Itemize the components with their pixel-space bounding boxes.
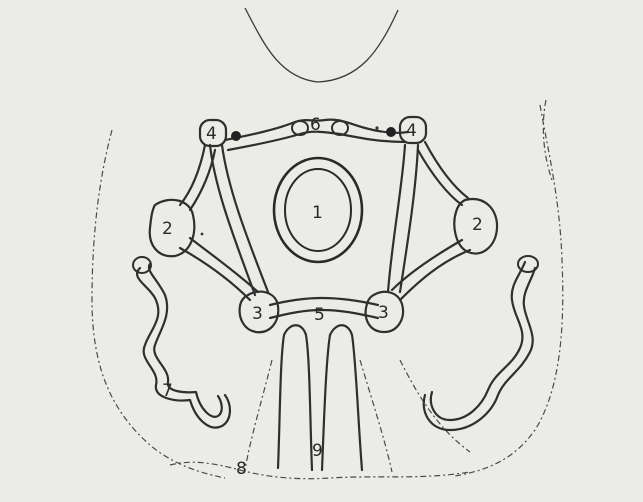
label-3-left: 3 [252,304,263,324]
label-8: 8 [236,459,247,479]
label-6: 6 [310,115,321,135]
small-dot-left [201,233,204,236]
label-5: 5 [314,305,325,325]
dot-right [386,127,396,137]
label-2-left: 2 [162,219,173,239]
label-7: 7 [162,381,173,401]
label-4-left: 4 [206,124,217,144]
dot-left [231,131,241,141]
label-1: 1 [312,203,323,223]
small-dot-right [375,126,378,129]
label-4-right: 4 [406,121,417,141]
label-2-right: 2 [472,215,483,235]
label-3-right: 3 [378,303,389,323]
label-9: 9 [312,441,323,461]
